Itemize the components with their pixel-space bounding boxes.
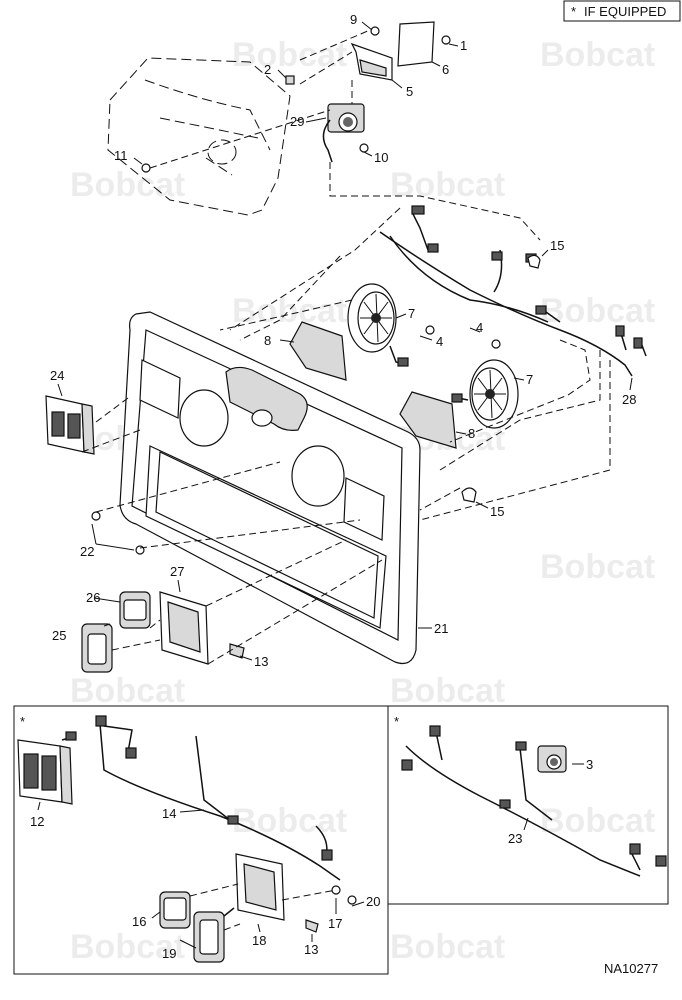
callout-23: 23 bbox=[508, 831, 522, 846]
watermark: Bobcat bbox=[540, 36, 655, 74]
callout-7: 7 bbox=[526, 372, 533, 387]
watermark: Bobcat bbox=[390, 928, 505, 966]
callout-16: 16 bbox=[132, 914, 146, 929]
mounting-bracket bbox=[350, 42, 393, 81]
watermark: Bobcat bbox=[232, 292, 347, 330]
inset-right: * bbox=[387, 705, 669, 905]
watermark: Bobcat bbox=[540, 292, 655, 330]
callout-3: 3 bbox=[586, 757, 593, 772]
callout-15: 15 bbox=[490, 504, 504, 519]
callout-labels: 1 2 3 4 4 5 6 7 7 8 8 9 10 11 12 13 13 1… bbox=[30, 12, 636, 961]
watermark: Bobcat bbox=[232, 36, 347, 74]
legend-box: * IF EQUIPPED bbox=[563, 0, 681, 22]
watermark: Bobcat bbox=[540, 548, 655, 586]
callout-29: 29 bbox=[290, 114, 304, 129]
light-25 bbox=[81, 623, 113, 673]
callout-4: 4 bbox=[436, 334, 443, 349]
watermark: Bobcat bbox=[232, 802, 347, 840]
callout-8: 8 bbox=[468, 426, 475, 441]
drawing-number: NA10277 bbox=[604, 961, 658, 976]
callout-27: 27 bbox=[170, 564, 184, 579]
callout-26: 26 bbox=[86, 590, 100, 605]
callout-12: 12 bbox=[30, 814, 44, 829]
callout-17: 17 bbox=[328, 916, 342, 931]
callout-19: 19 bbox=[162, 946, 176, 961]
callout-5: 5 bbox=[406, 84, 413, 99]
callout-6: 6 bbox=[442, 62, 449, 77]
fan-right bbox=[451, 359, 519, 429]
callout-28: 28 bbox=[622, 392, 636, 407]
callout-25: 25 bbox=[52, 628, 66, 643]
inset-marker: * bbox=[20, 714, 25, 729]
watermark: Bobcat bbox=[70, 928, 185, 966]
cab-headliner-outline bbox=[107, 57, 291, 216]
callout-13: 13 bbox=[304, 942, 318, 957]
legend-text: IF EQUIPPED bbox=[584, 4, 666, 19]
callout-leaders bbox=[37, 21, 633, 949]
callout-9: 9 bbox=[350, 12, 357, 27]
backup-alarm bbox=[322, 103, 365, 163]
callout-14: 14 bbox=[162, 806, 176, 821]
main-wire-harness bbox=[379, 205, 647, 377]
callout-2: 2 bbox=[264, 62, 271, 77]
fan-left bbox=[347, 283, 409, 367]
callout-4: 4 bbox=[476, 320, 483, 335]
inset-left: * bbox=[13, 705, 389, 975]
mounting-plate bbox=[397, 21, 435, 67]
speaker-grille-right bbox=[399, 391, 457, 449]
callout-8: 8 bbox=[264, 333, 271, 348]
callout-21: 21 bbox=[434, 621, 448, 636]
bezel bbox=[159, 591, 209, 665]
callout-13: 13 bbox=[254, 654, 268, 669]
watermark: Bobcat bbox=[390, 672, 505, 710]
watermark: Bobcat bbox=[540, 802, 655, 840]
callout-15: 15 bbox=[550, 238, 564, 253]
watermark: Bobcat bbox=[70, 672, 185, 710]
watermark: Bobcat bbox=[390, 166, 505, 204]
speaker-grille-left bbox=[289, 321, 347, 381]
switch-panel bbox=[45, 395, 95, 455]
watermark: Bobcat bbox=[70, 166, 185, 204]
callout-22: 22 bbox=[80, 544, 94, 559]
assembly-leaders bbox=[81, 29, 611, 665]
callout-7: 7 bbox=[408, 306, 415, 321]
light-26 bbox=[119, 591, 151, 629]
panel-fasteners bbox=[91, 254, 541, 555]
callout-18: 18 bbox=[252, 933, 266, 948]
fasteners-top bbox=[141, 26, 451, 173]
callout-11: 11 bbox=[114, 148, 128, 163]
callout-24: 24 bbox=[50, 368, 64, 383]
callout-10: 10 bbox=[374, 150, 388, 165]
callout-1: 1 bbox=[460, 38, 467, 53]
legend-symbol: * bbox=[571, 4, 576, 19]
cab-rear-panel bbox=[119, 311, 421, 665]
inset-marker: * bbox=[394, 714, 399, 729]
callout-20: 20 bbox=[366, 894, 380, 909]
